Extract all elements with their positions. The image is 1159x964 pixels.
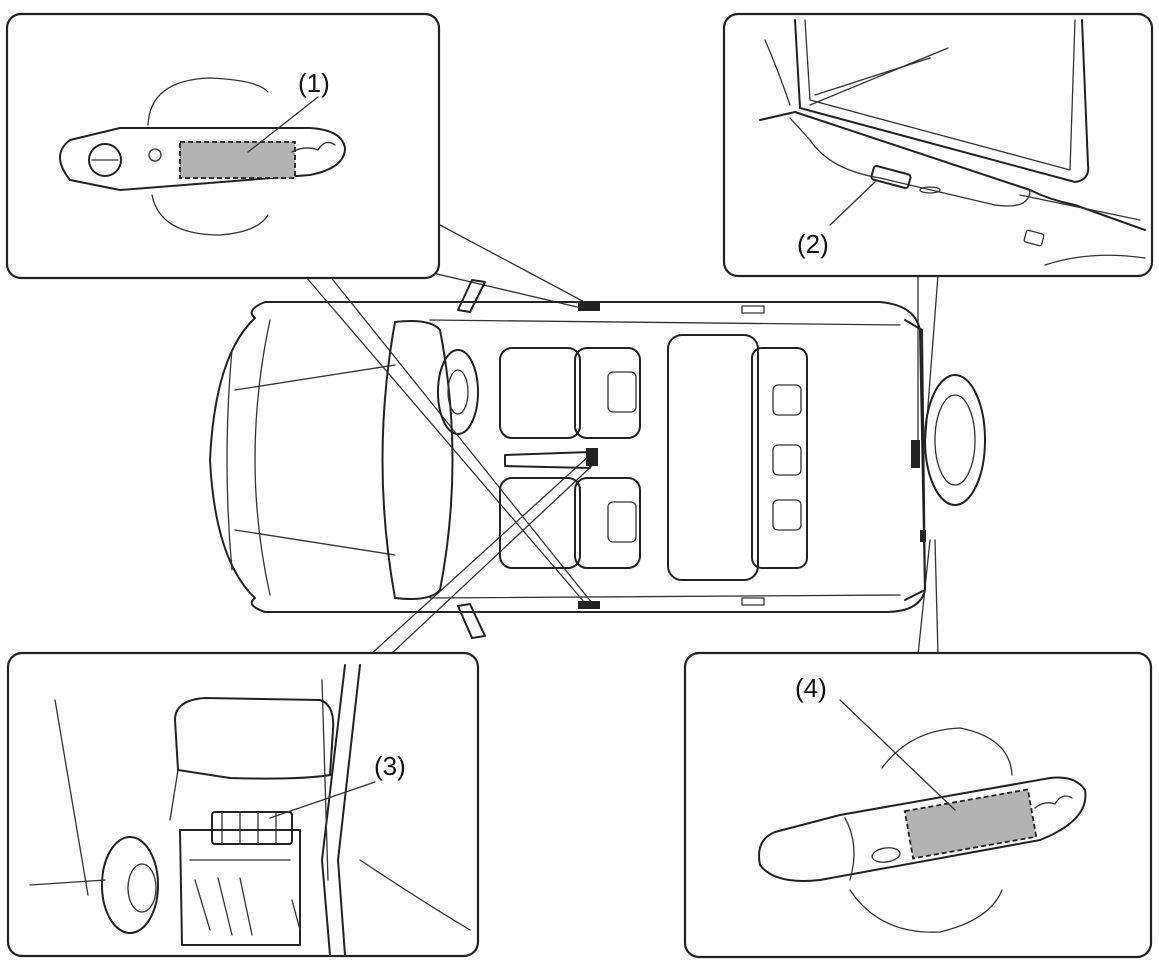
callout-1: (1) [298, 68, 330, 98]
antenna-1 [179, 141, 296, 179]
car-top-view-icon [209, 279, 986, 639]
leader-lines [299, 224, 939, 656]
antenna-4 [903, 788, 1038, 860]
panel-center-console: (3) [6, 651, 480, 958]
callout-4: (4) [795, 673, 827, 703]
panel-rear-door-handle: (4) [683, 651, 1153, 959]
rear-bumper-icon [759, 19, 1146, 266]
callout-2: (2) [797, 229, 829, 259]
antenna-3 [211, 811, 293, 845]
panel-door-handle: (1) [5, 12, 441, 280]
door-handle-icon [59, 77, 346, 236]
antenna-2 [870, 164, 912, 190]
console-icon [29, 664, 471, 956]
panel-rear-bumper: (2) [722, 12, 1154, 278]
callout-3: (3) [374, 751, 406, 781]
door-handle-icon [758, 699, 1087, 933]
